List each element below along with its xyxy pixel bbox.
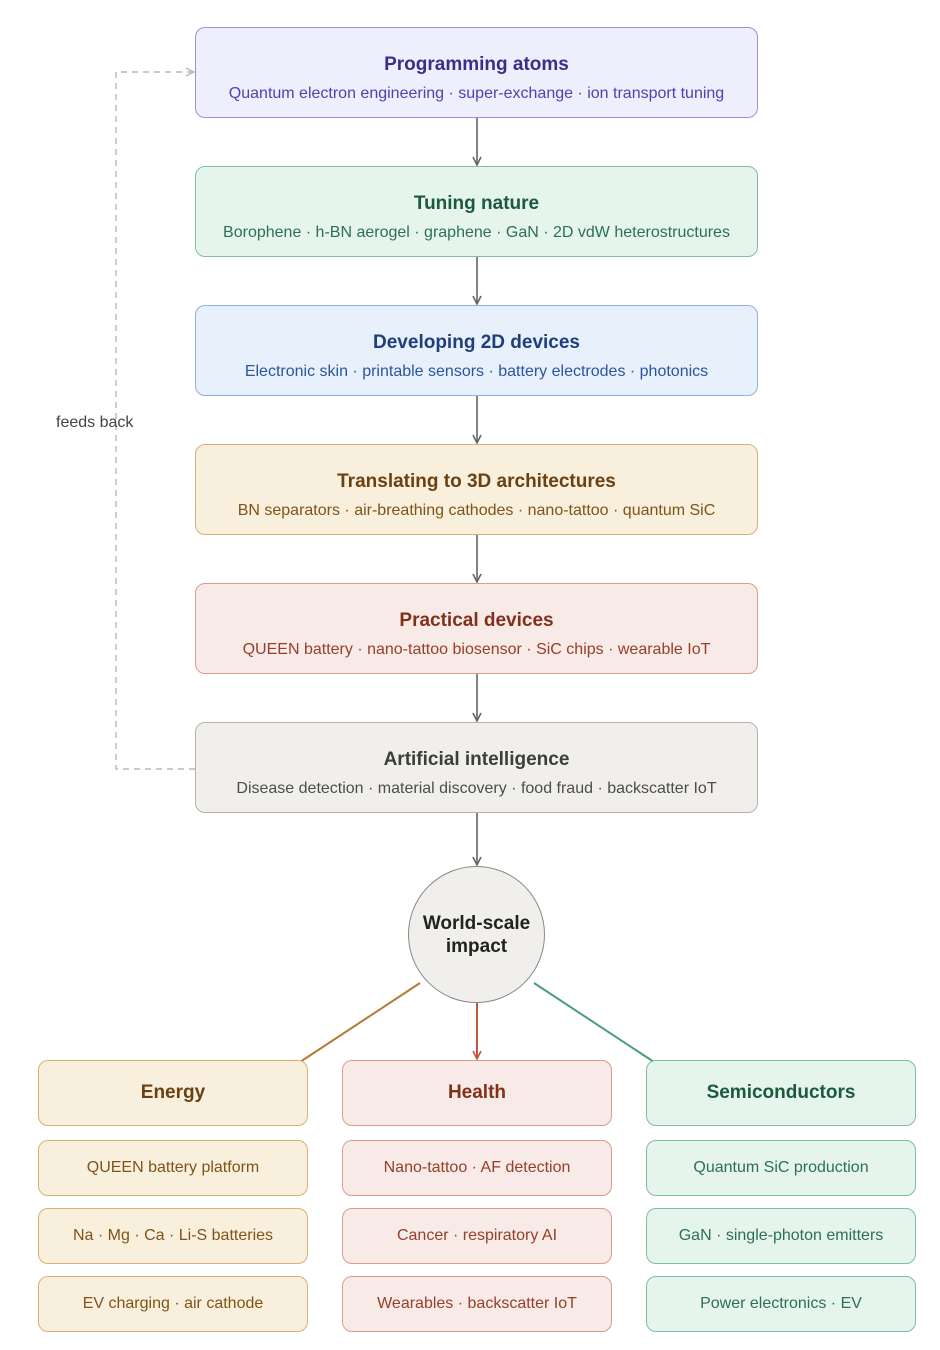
stage-translating-to-3d: Translating to 3D architectures BN separ…: [195, 444, 758, 535]
stage-tuning-nature: Tuning nature Borophene · h-BN aerogel ·…: [195, 166, 758, 257]
stage-title: Artificial intelligence: [383, 749, 570, 770]
feedback-loop-arrow: [115, 72, 195, 770]
stage-title: Translating to 3D architectures: [337, 471, 616, 492]
stage-subtitle: BN separators · air-breathing cathodes ·…: [237, 502, 716, 519]
energy-item: EV charging · air cathode: [38, 1276, 308, 1332]
stage-title: Practical devices: [399, 610, 554, 631]
stage-subtitle: QUEEN battery · nano-tattoo biosensor · …: [242, 641, 711, 658]
stage-developing-2d-devices: Developing 2D devices Electronic skin · …: [195, 305, 758, 396]
semiconductors-item: Quantum SiC production: [646, 1140, 916, 1196]
stage-subtitle: Disease detection · material discovery ·…: [236, 780, 717, 797]
stage-subtitle: Electronic skin · printable sensors · ba…: [244, 363, 709, 380]
column-semiconductors-header: Semiconductors: [646, 1060, 916, 1126]
health-item: Cancer · respiratory AI: [342, 1208, 612, 1264]
semiconductors-item: Power electronics · EV: [646, 1276, 916, 1332]
stage-artificial-intelligence: Artificial intelligence Disease detectio…: [195, 722, 758, 813]
link-hub-to-semiconductors: [533, 982, 655, 1063]
stage-subtitle: Quantum electron engineering · super-exc…: [228, 85, 725, 102]
column-energy-header: Energy: [38, 1060, 308, 1126]
stage-practical-devices: Practical devices QUEEN battery · nano-t…: [195, 583, 758, 674]
energy-item: QUEEN battery platform: [38, 1140, 308, 1196]
stage-title: Developing 2D devices: [373, 332, 580, 353]
health-item: Nano-tattoo · AF detection: [342, 1140, 612, 1196]
stage-programming-atoms: Programming atoms Quantum electron engin…: [195, 27, 758, 118]
column-health-header: Health: [342, 1060, 612, 1126]
link-hub-to-energy: [299, 982, 421, 1063]
hub-label: World-scale impact: [422, 912, 531, 957]
energy-item: Na · Mg · Ca · Li-S batteries: [38, 1208, 308, 1264]
stage-title: Tuning nature: [413, 193, 540, 214]
stage-subtitle: Borophene · h-BN aerogel · graphene · Ga…: [223, 224, 730, 241]
world-scale-impact-hub: World-scale impact: [408, 866, 545, 1003]
semiconductors-item: GaN · single-photon emitters: [646, 1208, 916, 1264]
feedback-label: feeds back: [56, 414, 134, 431]
stage-title: Programming atoms: [384, 54, 569, 75]
health-item: Wearables · backscatter IoT: [342, 1276, 612, 1332]
